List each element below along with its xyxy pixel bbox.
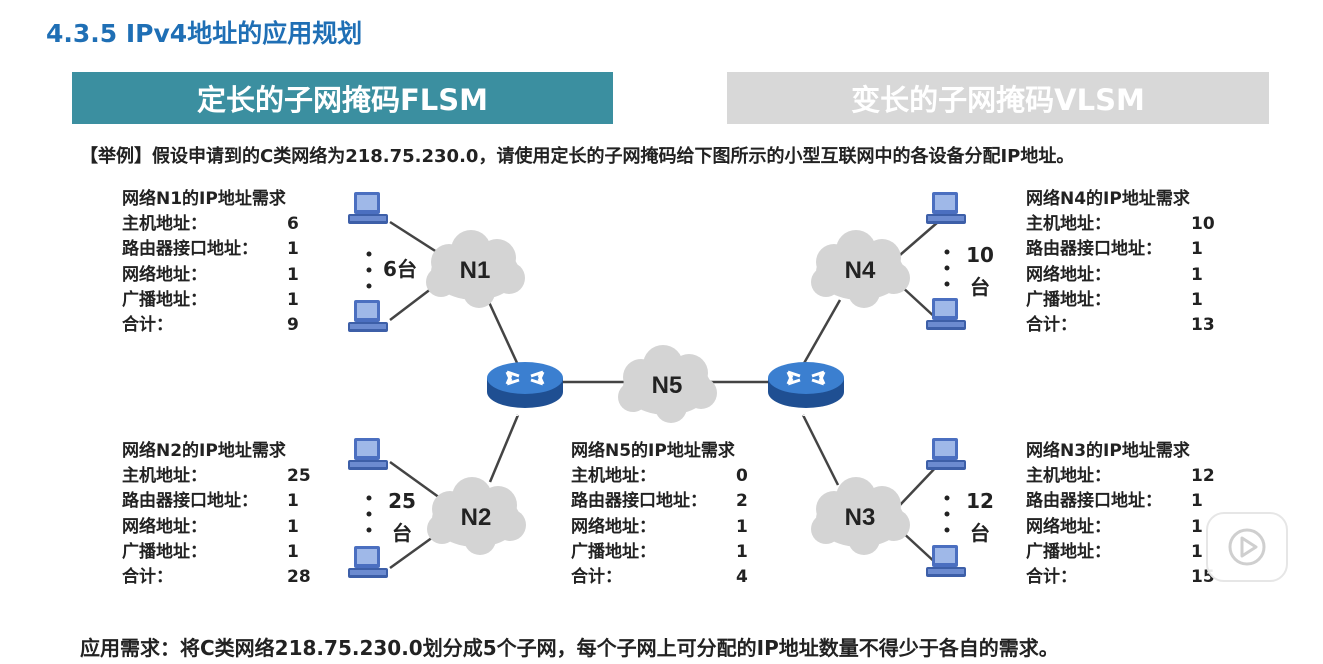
requirement-head: 网络N3的IP地址需求 xyxy=(1026,441,1190,461)
footer-requirement: 应用需求：将C类网络218.75.230.0划分成5个子网，每个子网上可分配的I… xyxy=(80,636,1059,660)
value-host: 0 xyxy=(736,466,748,487)
requirement-head: 网络N4的IP地址需求 xyxy=(1026,189,1190,209)
label-broadcast: 广播地址： xyxy=(1026,289,1111,310)
label-total: 合计： xyxy=(122,314,173,335)
requirement-n5: 网络N5的IP地址需求 主机地址： 0 路由器接口地址： 2 网络地址： 1 广播地址… xyxy=(571,439,748,590)
label-broadcast: 广播地址： xyxy=(1026,541,1111,562)
router-icon xyxy=(485,360,565,410)
computer-icon xyxy=(348,546,388,578)
label-router-if: 路由器接口地址： xyxy=(1026,239,1162,260)
label-network: 网络地址： xyxy=(122,264,207,285)
value-router-if: 2 xyxy=(736,491,748,512)
example-text: 【举例】假设申请到的C类网络为218.75.230.0，请使用定长的子网掩码给下… xyxy=(80,146,1075,167)
requirement-n4: 网络N4的IP地址需求 主机地址： 10 路由器接口地址： 1 网络地址： 1 广播地… xyxy=(1026,187,1215,338)
value-network: 1 xyxy=(736,516,748,537)
value-host: 25 xyxy=(287,466,311,487)
play-icon xyxy=(1228,528,1266,566)
cloud-label-n1: N1 xyxy=(460,257,491,284)
computer-icon xyxy=(926,192,966,224)
label-total: 合计： xyxy=(571,566,622,587)
computer-icon xyxy=(926,545,966,577)
label-total: 合计： xyxy=(1026,566,1077,587)
cloud-label-n2: N2 xyxy=(461,504,492,531)
label-network: 网络地址： xyxy=(122,516,207,537)
value-router-if: 1 xyxy=(1191,491,1203,512)
value-host: 6 xyxy=(287,214,299,235)
label-router-if: 路由器接口地址： xyxy=(122,491,258,512)
label-broadcast: 广播地址： xyxy=(571,541,656,562)
value-router-if: 1 xyxy=(287,491,299,512)
requirement-head: 网络N2的IP地址需求 xyxy=(122,441,286,461)
value-router-if: 1 xyxy=(1191,239,1203,260)
cloud-label-n5: N5 xyxy=(652,372,683,399)
label-host: 主机地址： xyxy=(122,214,207,235)
label-router-if: 路由器接口地址： xyxy=(1026,491,1162,512)
router-label: ROUTER xyxy=(508,409,542,418)
value-total: 9 xyxy=(287,314,299,335)
label-broadcast: 广播地址： xyxy=(122,289,207,310)
label-host: 主机地址： xyxy=(1026,214,1111,235)
router-label: ROUTER xyxy=(789,409,823,418)
value-broadcast: 1 xyxy=(1191,289,1203,310)
value-total: 28 xyxy=(287,566,311,587)
value-network: 1 xyxy=(287,264,299,285)
label-host: 主机地址： xyxy=(571,466,656,487)
value-network: 1 xyxy=(1191,264,1203,285)
label-total: 合计： xyxy=(1026,314,1077,335)
computer-icon xyxy=(348,438,388,470)
computer-icon xyxy=(348,192,388,224)
router-icon xyxy=(766,360,846,410)
value-router-if: 1 xyxy=(287,239,299,260)
host-count-n2: 25 xyxy=(388,489,416,513)
label-network: 网络地址： xyxy=(1026,516,1111,537)
tab-vlsm[interactable]: 变长的子网掩码VLSM xyxy=(727,72,1269,124)
value-network: 1 xyxy=(287,516,299,537)
host-count-n2-unit: 台 xyxy=(392,521,412,545)
requirement-n2: 网络N2的IP地址需求 主机地址： 25 路由器接口地址： 1 网络地址： 1 广播地… xyxy=(122,439,311,590)
label-network: 网络地址： xyxy=(571,516,656,537)
value-broadcast: 1 xyxy=(287,289,299,310)
value-broadcast: 1 xyxy=(736,541,748,562)
tab-flsm[interactable]: 定长的子网掩码FLSM xyxy=(72,72,613,124)
host-count-n3: 12 xyxy=(966,489,994,513)
requirement-n1: 网络N1的IP地址需求 主机地址： 6 路由器接口地址： 1 网络地址： 1 广播地址… xyxy=(122,187,299,338)
computer-icon xyxy=(348,300,388,332)
host-count-n1: 6台 xyxy=(383,257,417,281)
label-broadcast: 广播地址： xyxy=(122,541,207,562)
label-network: 网络地址： xyxy=(1026,264,1111,285)
label-router-if: 路由器接口地址： xyxy=(122,239,258,260)
value-host: 12 xyxy=(1191,466,1215,487)
requirement-head: 网络N1的IP地址需求 xyxy=(122,189,286,209)
value-host: 10 xyxy=(1191,214,1215,235)
value-network: 1 xyxy=(1191,516,1203,537)
requirement-n3: 网络N3的IP地址需求 主机地址： 12 路由器接口地址： 1 网络地址： 1 广播地… xyxy=(1026,439,1215,590)
value-total: 4 xyxy=(736,566,748,587)
ellipsis-dots xyxy=(366,249,950,533)
value-broadcast: 1 xyxy=(1191,541,1203,562)
label-host: 主机地址： xyxy=(122,466,207,487)
host-count-n4-unit: 台 xyxy=(970,275,990,299)
label-total: 合计： xyxy=(122,566,173,587)
computer-icon xyxy=(926,298,966,330)
play-button[interactable] xyxy=(1206,512,1288,582)
host-count-n4: 10 xyxy=(966,243,994,267)
cloud-label-n4: N4 xyxy=(845,257,876,284)
host-count-n3-unit: 台 xyxy=(970,521,990,545)
value-broadcast: 1 xyxy=(287,541,299,562)
value-total: 13 xyxy=(1191,314,1215,335)
cloud-label-n3: N3 xyxy=(845,504,876,531)
requirement-head: 网络N5的IP地址需求 xyxy=(571,441,735,461)
computer-icon xyxy=(926,438,966,470)
page-title: 4.3.5 IPv4地址的应用规划 xyxy=(46,19,363,48)
label-router-if: 路由器接口地址： xyxy=(571,491,707,512)
label-host: 主机地址： xyxy=(1026,466,1111,487)
